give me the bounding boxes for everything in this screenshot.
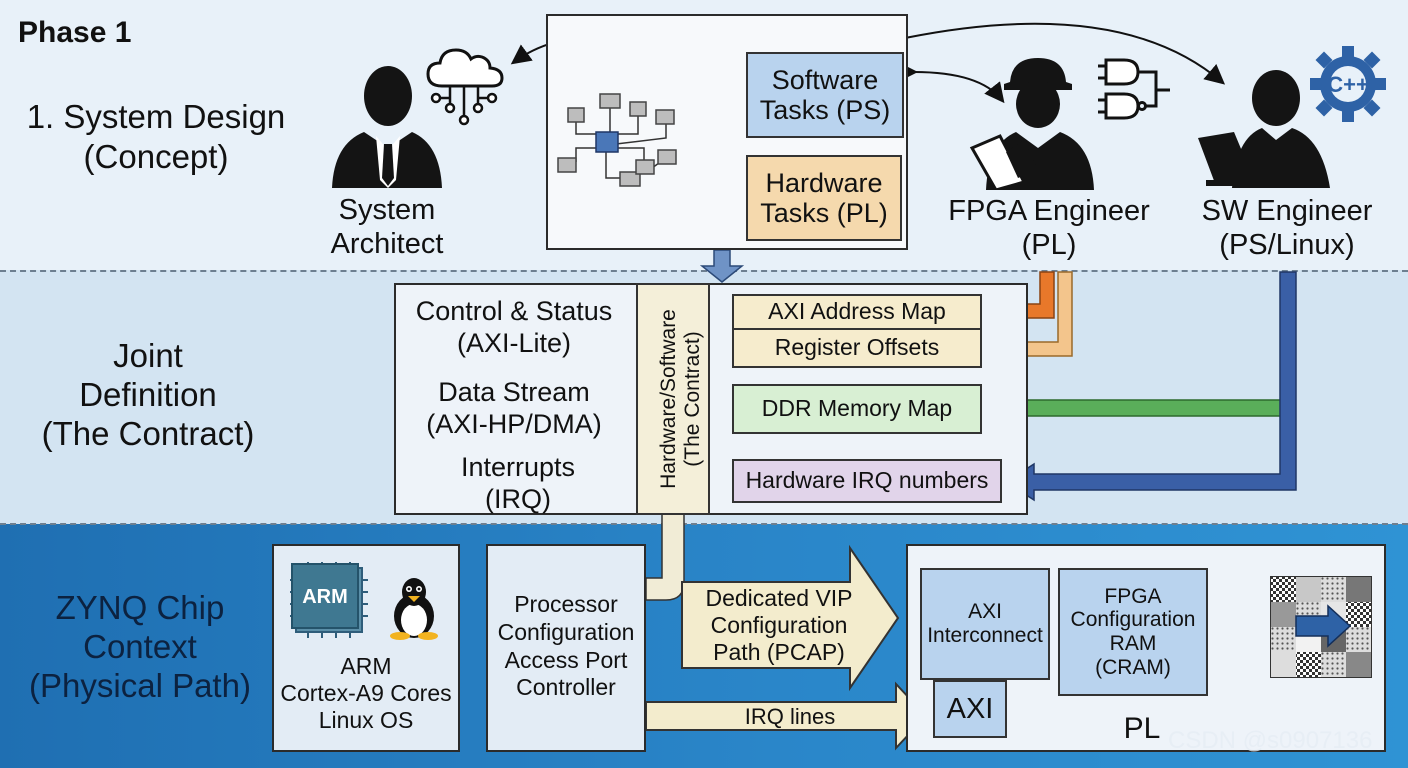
contract-strip-line1: Hardware/Software bbox=[657, 309, 680, 489]
fpga-fabric-grid-icon bbox=[1270, 576, 1372, 678]
pcap-line4: Controller bbox=[516, 674, 616, 701]
fpga-cram-box: FPGA Configuration RAM (CRAM) bbox=[1058, 568, 1208, 696]
ddr-memory-map-box: DDR Memory Map bbox=[732, 384, 982, 434]
cram-line1: FPGA bbox=[1104, 584, 1162, 608]
sw-engineer-line1: SW Engineer bbox=[1201, 195, 1373, 227]
vip-line1: Dedicated VIP bbox=[705, 585, 853, 611]
hardware-irq-numbers-box: Hardware IRQ numbers bbox=[732, 459, 1002, 503]
zynq-label-line3: (Physical Path) bbox=[29, 666, 251, 704]
sw-engineer-label: SW Engineer (PS/Linux) bbox=[1182, 195, 1392, 262]
vip-big-arrow bbox=[681, 544, 900, 692]
arm-line2: Cortex-A9 Cores bbox=[280, 679, 452, 706]
dashed-divider-top bbox=[0, 270, 1408, 272]
zynq-label-line1: ZYNQ Chip bbox=[55, 589, 225, 626]
arrow-to-sw-engineer bbox=[904, 22, 1226, 85]
axi-inter-line2: Interconnect bbox=[927, 624, 1043, 647]
axi-inter-line1: AXI bbox=[968, 600, 1002, 624]
axi-interconnect-box: AXI Interconnect bbox=[920, 568, 1050, 680]
fpga-engineer-line2: (PL) bbox=[1021, 229, 1077, 262]
linux-tux-icon bbox=[390, 578, 438, 640]
arm-chip-icon: ARM bbox=[290, 562, 368, 638]
architect-line2: Architect bbox=[330, 228, 444, 261]
cram-line2: Configuration bbox=[1070, 608, 1196, 632]
system-architect-label: System Architect bbox=[316, 194, 458, 261]
software-tasks-line2: Tasks (PS) bbox=[759, 95, 891, 125]
sw-engineer-line2: (PS/Linux) bbox=[1219, 229, 1355, 262]
sw-engineer-icon bbox=[1198, 70, 1330, 188]
arm-chip-text: ARM bbox=[302, 586, 348, 608]
cram-line4: (CRAM) bbox=[1095, 655, 1171, 679]
watermark: CSDN @s0907136 bbox=[1168, 727, 1373, 754]
zynq-context-label: ZYNQ Chip Context (Physical Path) bbox=[20, 589, 260, 705]
irq-lines-label: IRQ lines bbox=[744, 704, 836, 729]
cream-connector-pcap bbox=[645, 513, 685, 601]
software-tasks-line1: Software bbox=[771, 64, 879, 95]
zynq-label-line2: Context bbox=[83, 627, 197, 665]
arm-line1: ARM bbox=[340, 653, 392, 679]
axi-port-box: AXI bbox=[933, 680, 1007, 738]
interrupts-label: Interrupts (IRQ) bbox=[398, 452, 638, 514]
data-line1: Data Stream bbox=[438, 377, 590, 407]
pcap-controller-label: Processor Configuration Access Port Cont… bbox=[486, 591, 646, 701]
system-design-label: 1. System Design (Concept) bbox=[14, 98, 298, 176]
hardware-tasks-box: Hardware Tasks (PL) bbox=[746, 155, 902, 241]
phase-title: Phase 1 bbox=[18, 16, 132, 49]
arm-cores-label: ARM Cortex-A9 Cores Linux OS bbox=[274, 653, 458, 733]
system-architect-icon bbox=[332, 66, 442, 188]
arm-line3: Linux OS bbox=[318, 706, 414, 733]
block-diagram-icon bbox=[557, 93, 677, 187]
fpga-engineer-icon bbox=[969, 58, 1094, 190]
control-line2: (AXI-Lite) bbox=[456, 328, 572, 359]
system-design-label-line2: (Concept) bbox=[83, 137, 229, 175]
dashed-divider-bottom bbox=[0, 523, 1408, 525]
control-line1: Control & Status bbox=[415, 296, 613, 326]
pcap-line3: Access Port bbox=[504, 646, 628, 673]
vip-path-label: Dedicated VIP Configuration Path (PCAP) bbox=[688, 585, 870, 665]
register-offsets-box: Register Offsets bbox=[732, 330, 982, 368]
pcap-line2: Configuration bbox=[497, 618, 635, 645]
pl-label: PL bbox=[1123, 712, 1161, 745]
irq-line1: Interrupts bbox=[460, 452, 576, 482]
hardware-tasks-line2: Tasks (PL) bbox=[760, 198, 888, 228]
pcap-controller-box bbox=[486, 544, 646, 752]
irq-line2: (IRQ) bbox=[485, 484, 551, 515]
data-stream-label: Data Stream (AXI-HP/DMA) bbox=[398, 377, 630, 439]
logic-gates-icon bbox=[1098, 58, 1170, 120]
cpp-gear-icon: C++ bbox=[1310, 46, 1386, 122]
control-status-label: Control & Status (AXI-Lite) bbox=[398, 296, 630, 358]
joint-label-line1: Joint bbox=[113, 337, 183, 374]
system-design-label-line1: 1. System Design bbox=[26, 98, 286, 135]
joint-definition-label: Joint Definition (The Contract) bbox=[20, 337, 276, 453]
arrow-down-to-contract bbox=[699, 249, 745, 283]
architect-line1: System bbox=[338, 194, 436, 226]
contract-strip bbox=[636, 283, 710, 515]
contract-strip-text: Hardware/Software (The Contract) bbox=[657, 290, 717, 508]
hardware-tasks-line1: Hardware bbox=[765, 167, 883, 198]
vip-line2: Configuration bbox=[710, 611, 848, 638]
data-line2: (AXI-HP/DMA) bbox=[426, 409, 602, 440]
fpga-engineer-line1: FPGA Engineer bbox=[948, 195, 1150, 227]
cloud-network-icon bbox=[426, 48, 504, 126]
joint-label-line2: Definition bbox=[79, 375, 217, 413]
cpp-text: C++ bbox=[1327, 72, 1369, 97]
axi-address-map-box: AXI Address Map bbox=[732, 294, 982, 330]
green-arrow-ddr bbox=[984, 388, 1283, 428]
fpga-engineer-label: FPGA Engineer (PL) bbox=[936, 195, 1162, 262]
vip-line3: Path (PCAP) bbox=[713, 638, 845, 665]
contract-strip-line2: (The Contract) bbox=[680, 331, 704, 467]
arrow-software-fpga bbox=[897, 61, 1005, 104]
cram-line3: RAM bbox=[1109, 632, 1157, 655]
pcap-line1: Processor bbox=[514, 591, 618, 617]
software-tasks-box: Software Tasks (PS) bbox=[746, 52, 904, 138]
joint-label-line3: (The Contract) bbox=[41, 414, 255, 452]
